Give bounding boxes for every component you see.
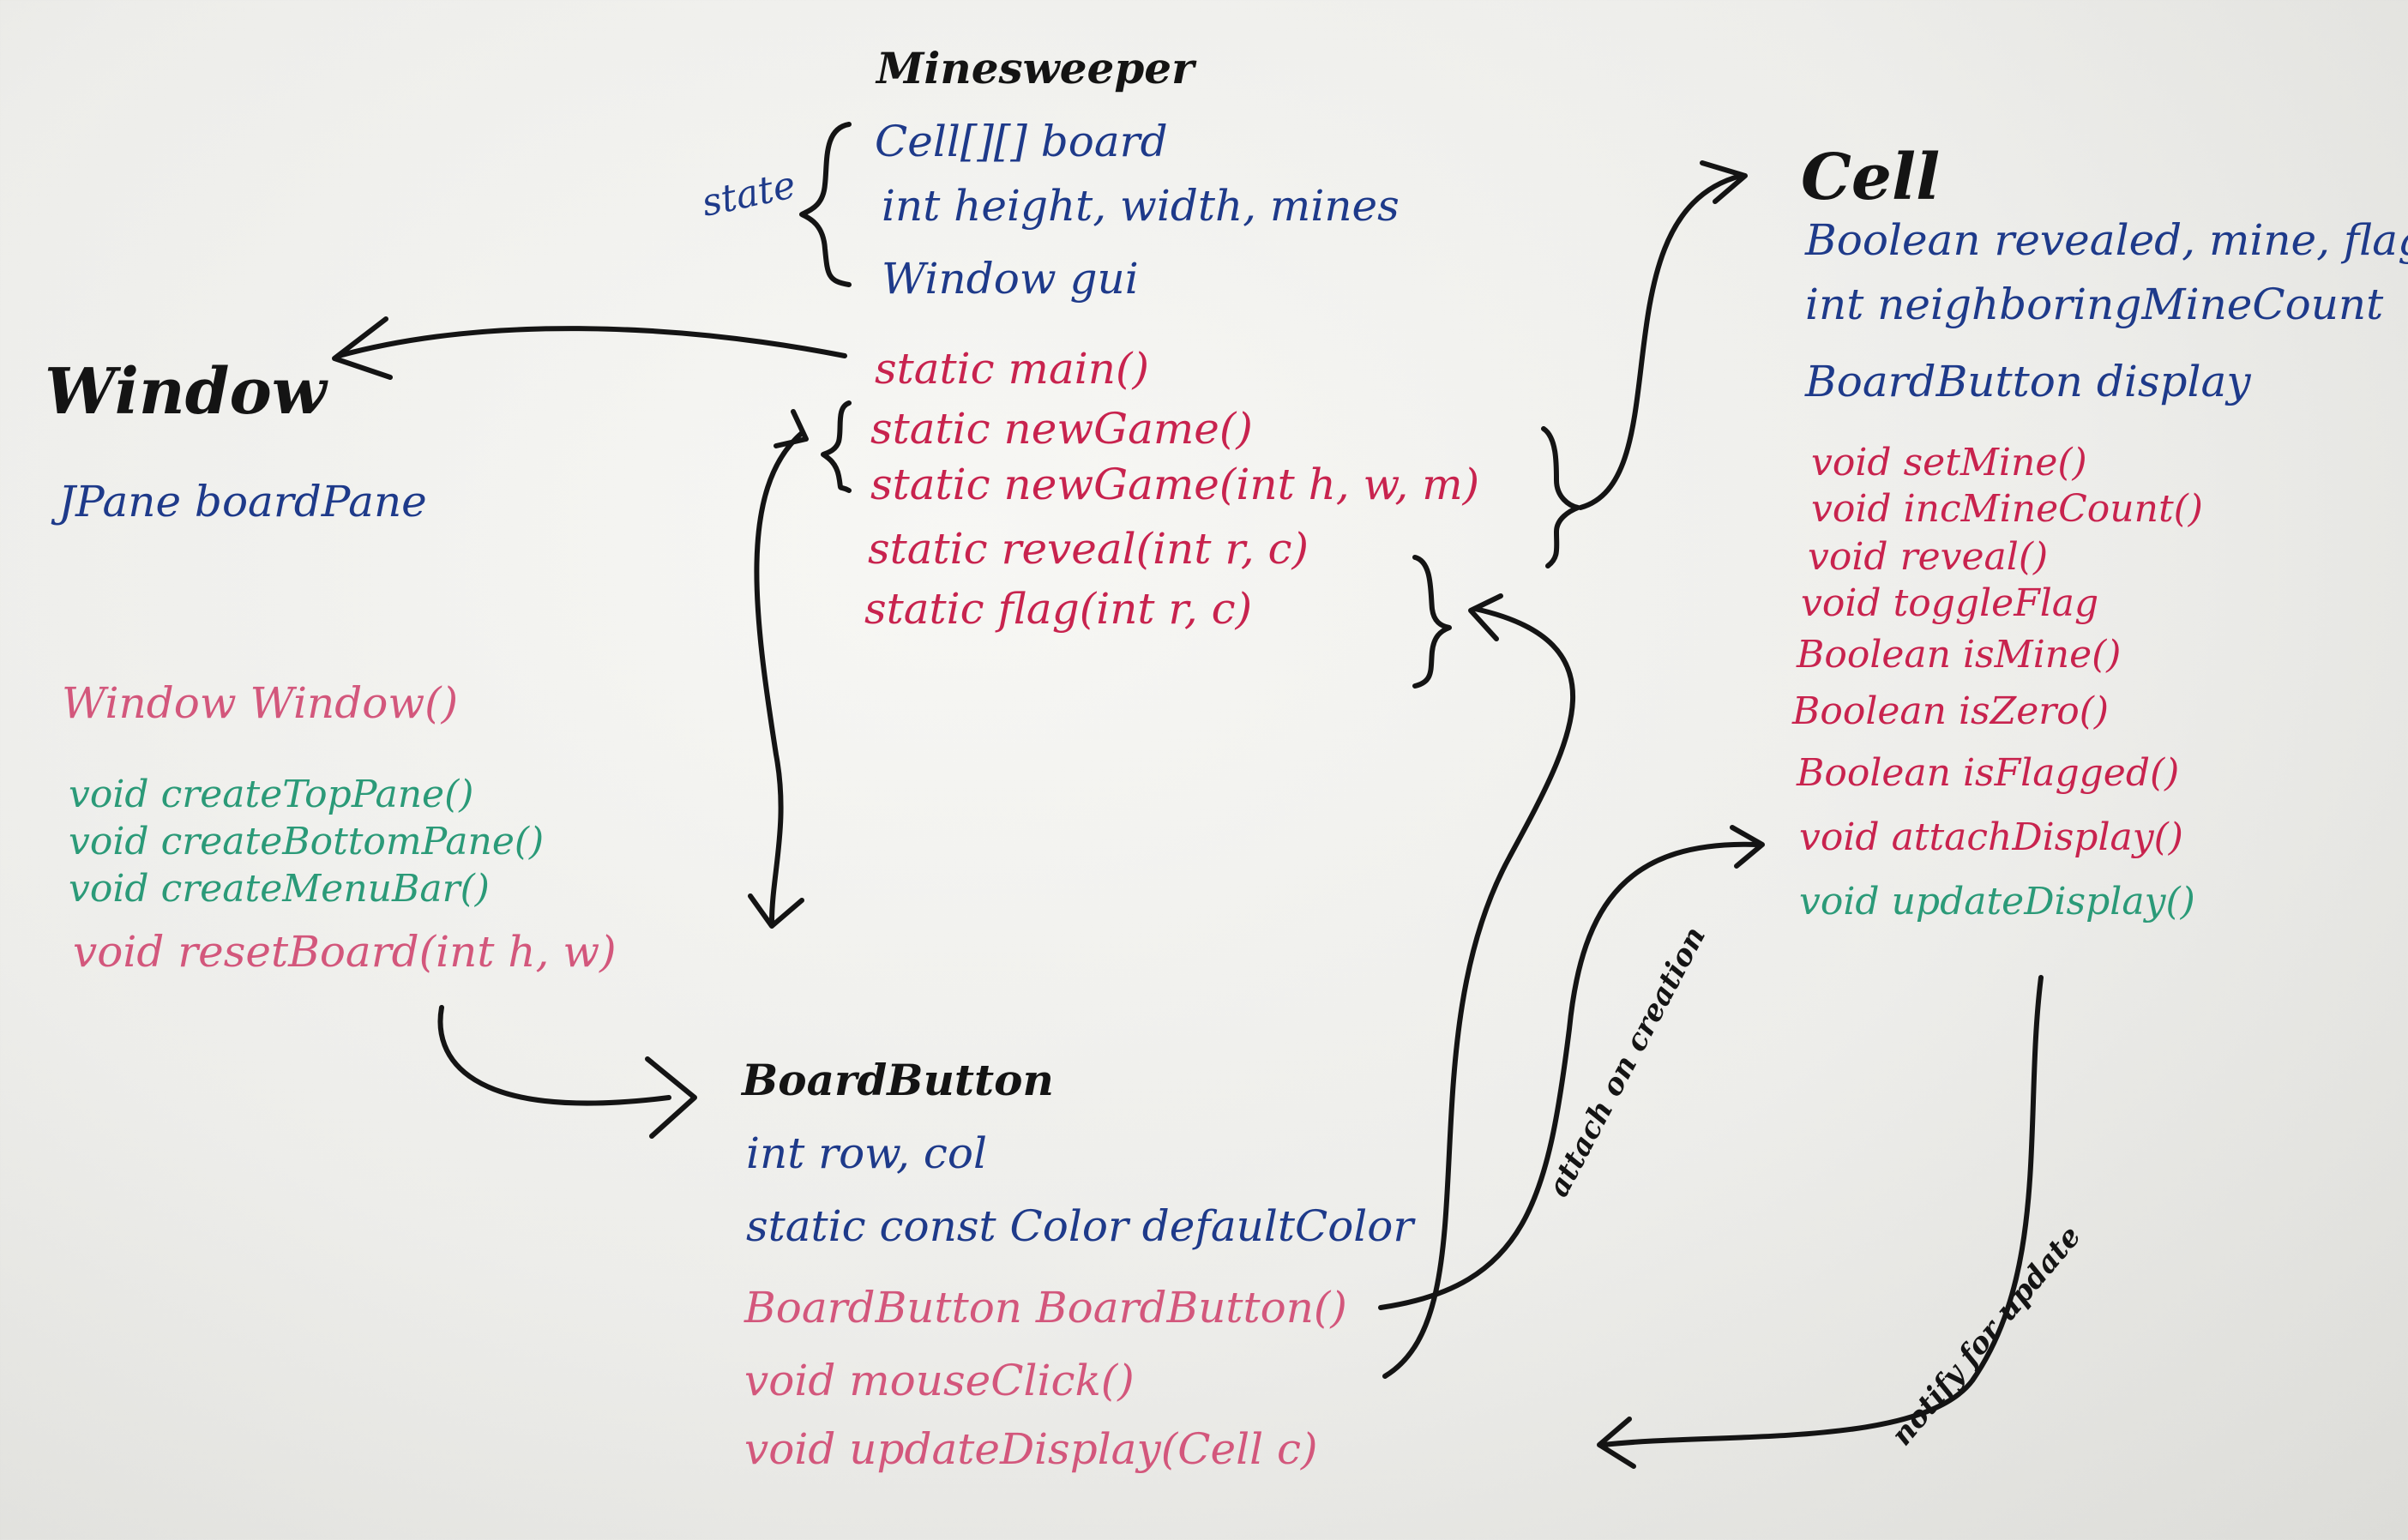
cell-method: Boolean isFlagged() <box>1797 751 2180 795</box>
state-brace <box>799 122 852 287</box>
newgame-cell-brace <box>1541 426 1580 568</box>
boardbutton-title: BoardButton <box>742 1055 1054 1105</box>
boardbutton-field: static const Color defaultColor <box>746 1201 1414 1251</box>
cell-method: void updateDisplay() <box>1799 880 2195 923</box>
minesweeper-title: Minesweeper <box>876 43 1195 93</box>
arrow-to-cell-head <box>1700 160 1748 204</box>
arrow-resetboard-head <box>748 893 804 929</box>
boardbutton-method: BoardButton BoardButton() <box>744 1283 1347 1332</box>
window-title: Window <box>45 355 327 429</box>
minesweeper-field: Cell[][] board <box>875 117 1168 166</box>
boardbutton-method: void updateDisplay(Cell c) <box>744 1424 1318 1474</box>
cell-method: void setMine() <box>1811 441 2087 484</box>
window-constructor: Window Window() <box>62 678 459 728</box>
arrow-newgame-head <box>774 409 809 448</box>
window-method: void createBottomPane() <box>69 820 545 863</box>
minesweeper-method: static newGame(int h, w, m) <box>870 460 1480 509</box>
minesweeper-method: static flag(int r, c) <box>864 584 1253 634</box>
cell-method: Boolean isZero() <box>1792 689 2110 733</box>
cell-field: Boolean revealed, mine, flagged <box>1805 215 2408 265</box>
window-method: void resetBoard(int h, w) <box>73 927 617 977</box>
arrow-main-to-window <box>336 326 847 358</box>
minesweeper-method: static main() <box>875 344 1149 394</box>
cell-field: int neighboringMineCount <box>1805 280 2384 329</box>
cell-method: void attachDisplay() <box>1799 815 2183 859</box>
minesweeper-method: static reveal(int r, c) <box>868 524 1309 574</box>
cell-method: Boolean isMine() <box>1797 633 2122 677</box>
arrow-to-boardbutton-head <box>645 1056 697 1139</box>
boardbutton-field: int row, col <box>746 1128 987 1178</box>
arrow-mouseclick-to-reveal <box>1382 606 1575 1379</box>
cell-method: void toggleFlag <box>1801 581 2099 625</box>
window-field: JPane boardPane <box>58 477 427 526</box>
newgame-brace <box>821 400 852 493</box>
arrow-newgame-to-cell <box>1578 173 1743 510</box>
minesweeper-field: Window gui <box>882 254 1139 304</box>
arrow-boardbutton-to-attach <box>1378 841 1761 1310</box>
arrow-resetboard-to-boardbutton <box>437 1005 671 1106</box>
cell-method: void incMineCount() <box>1811 487 2203 531</box>
boardbutton-method: void mouseClick() <box>744 1356 1135 1405</box>
arrow-to-attach-head <box>1730 825 1765 869</box>
window-method: void createMenuBar() <box>69 867 490 911</box>
arrow-notify-update <box>1601 975 2044 1447</box>
cell-title: Cell <box>1801 141 1941 214</box>
minesweeper-method: static newGame() <box>870 404 1253 454</box>
arrow-notify-head <box>1597 1417 1636 1469</box>
arrow-newgame-resetboard <box>754 430 804 924</box>
window-method: void createTopPane() <box>69 773 474 816</box>
cell-method: void reveal() <box>1808 535 2049 579</box>
minesweeper-field: int height, width, mines <box>882 181 1400 231</box>
cell-field: BoardButton display <box>1805 357 2251 406</box>
reveal-flag-brace <box>1412 555 1452 689</box>
arrow-to-reveal-head <box>1468 593 1503 641</box>
arrow-main-to-window-head <box>332 316 393 380</box>
